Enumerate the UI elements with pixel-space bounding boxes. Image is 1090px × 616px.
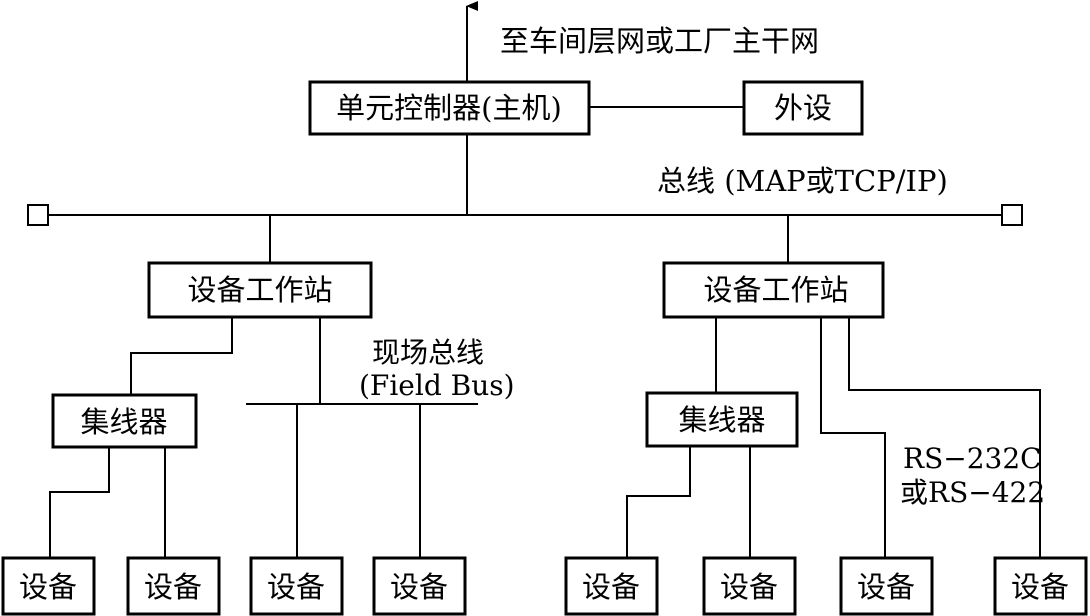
- device-6-label: 设备: [720, 570, 778, 604]
- fieldbus-label-cn: 现场总线: [372, 336, 484, 369]
- peripheral-label: 外设: [774, 91, 832, 125]
- device-2-label: 设备: [144, 570, 202, 604]
- hub-right-label: 集线器: [678, 403, 765, 437]
- bus-terminator-right: [1001, 204, 1023, 226]
- station-right-box: [662, 261, 885, 319]
- device-8-label: 设备: [1011, 570, 1069, 604]
- device-4: 设备: [372, 556, 467, 616]
- device-7-label: 设备: [857, 570, 915, 604]
- station-right-label: 设备工作站: [703, 273, 848, 307]
- serial-device-7-link: [820, 317, 886, 558]
- host-label: 单元控制器(主机): [336, 91, 562, 125]
- serial-device-8-link: [848, 317, 1041, 558]
- device-8: 设备: [993, 556, 1088, 616]
- host-box: [308, 80, 591, 136]
- hub-right-device-5-link: [626, 446, 691, 558]
- device-1: 设备: [1, 556, 96, 616]
- hub-right-box: [645, 391, 799, 448]
- device-2: 设备: [126, 556, 221, 616]
- bus-terminator-left: [27, 204, 49, 226]
- device-6: 设备: [702, 556, 797, 616]
- serial-label-2: 或RS−422: [900, 476, 1045, 509]
- station-left-box: [147, 261, 373, 319]
- hub-left-label: 集线器: [80, 405, 167, 439]
- serial-label-1: RS−232C: [903, 442, 1042, 475]
- device-3-label: 设备: [267, 570, 325, 604]
- hub-left-device-1-link: [49, 447, 110, 558]
- station-left-hub-link: [130, 317, 233, 395]
- bus-label: 总线 (MAP或TCP/IP): [657, 164, 948, 198]
- uplink-label: 至车间层网或工厂主干网: [500, 24, 819, 58]
- device-4-label: 设备: [390, 570, 448, 604]
- hub-left-box: [51, 393, 198, 449]
- station-left-label: 设备工作站: [187, 273, 332, 307]
- device-5: 设备: [564, 556, 659, 616]
- device-1-label: 设备: [19, 570, 77, 604]
- device-3: 设备: [249, 556, 344, 616]
- device-5-label: 设备: [582, 570, 640, 604]
- peripheral-box: [742, 80, 864, 136]
- device-7: 设备: [839, 556, 934, 616]
- fieldbus-label-en: (Field Bus): [359, 369, 515, 402]
